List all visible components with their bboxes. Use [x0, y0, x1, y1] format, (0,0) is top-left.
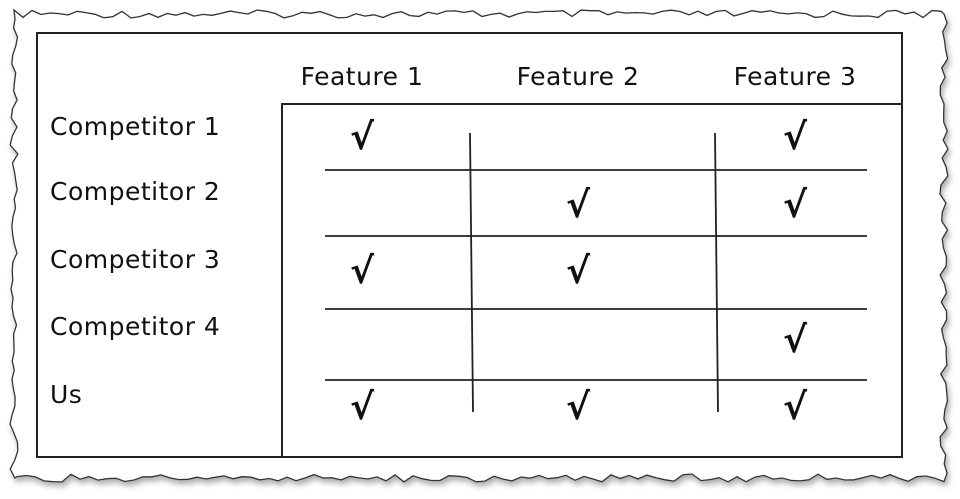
- check-mark-r2-c2: √: [566, 185, 591, 226]
- row-header-3: Competitor 3: [50, 245, 220, 274]
- matrix-frame: [281, 103, 902, 457]
- row-header-2: Competitor 2: [50, 177, 220, 206]
- outer-frame: [36, 32, 903, 458]
- column-header-3: Feature 3: [734, 62, 857, 91]
- check-mark-r5-c2: √: [566, 387, 591, 428]
- check-mark-r3-c2: √: [566, 251, 591, 292]
- check-mark-r4-c3: √: [783, 320, 808, 361]
- check-marks: √ √ √ √ √ √ √ √ √ √: [350, 117, 808, 428]
- torn-paper-layer: [9, 8, 949, 483]
- check-mark-r1-c1: √: [350, 117, 375, 158]
- row-header-4: Competitor 4: [50, 312, 220, 341]
- column-divider-2: [714, 132, 719, 413]
- check-mark-r1-c3: √: [783, 117, 808, 158]
- row-header-1: Competitor 1: [50, 112, 220, 141]
- column-header-1: Feature 1: [301, 62, 424, 91]
- check-mark-r5-c3: √: [783, 387, 808, 428]
- column-header-2: Feature 2: [517, 62, 640, 91]
- check-mark-r2-c3: √: [783, 185, 808, 226]
- column-divider-1: [469, 132, 474, 413]
- row-header-5: Us: [50, 380, 82, 409]
- check-mark-r3-c1: √: [350, 251, 375, 292]
- torn-paper: [9, 8, 949, 483]
- check-mark-r5-c1: √: [350, 387, 375, 428]
- column-headers: Feature 1 Feature 2 Feature 3: [301, 62, 857, 91]
- row-headers: Competitor 1 Competitor 2 Competitor 3 Comp…: [50, 112, 220, 409]
